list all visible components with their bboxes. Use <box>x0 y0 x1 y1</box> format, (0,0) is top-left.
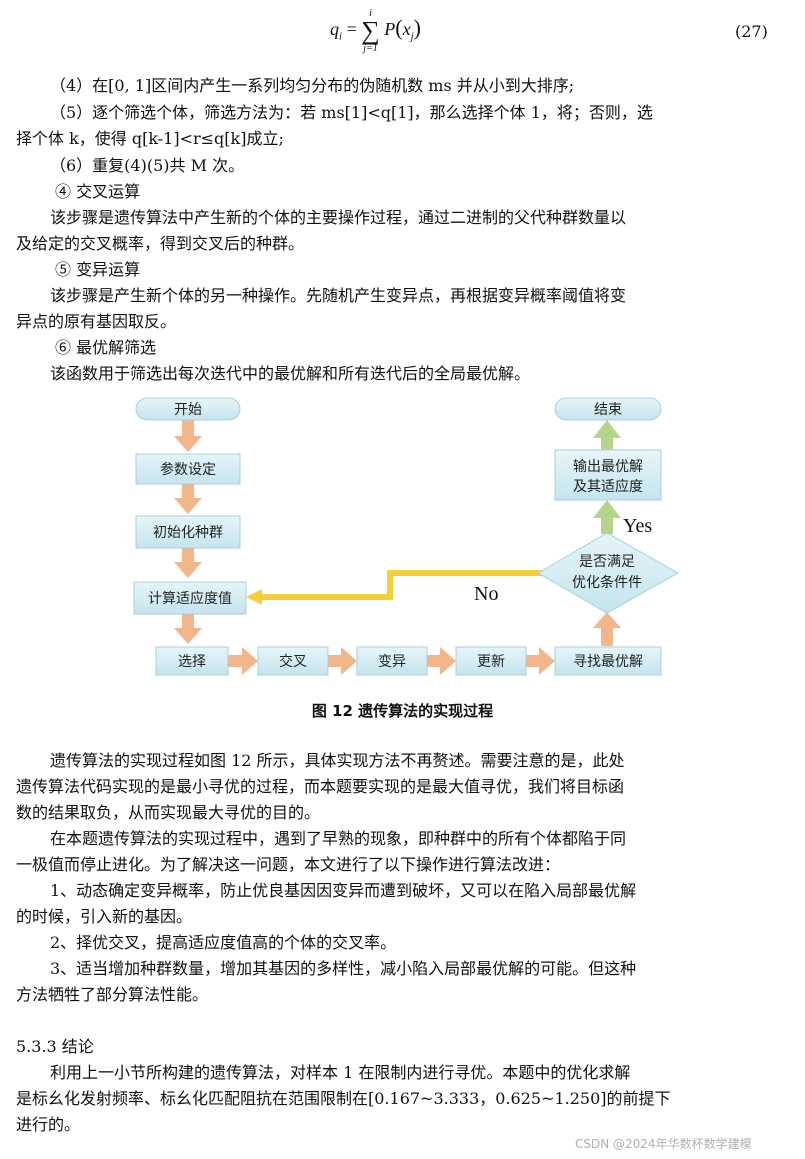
condition-diamond <box>537 532 680 614</box>
paren-right: ) <box>413 15 421 41</box>
text-line: （4）在[0, 1]区间内产生一系列均匀分布的伪随机数 ms 并从小到大排序; <box>50 76 575 95</box>
text-line: 遗传算法代码实现的是最小寻优的过程，而本题要实现的是最大值寻优，我们将目标函 <box>16 777 625 796</box>
cross-box <box>257 646 329 676</box>
flowchart: 开始 参数设定 初始化种群 计算适应度值 选择 交叉 变异 更新 寻找最优解 是… <box>133 397 680 676</box>
text-line: （5）逐个筛选个体，筛选方法为：若 ms[1]<q[1]，那么选择个体 1，将；… <box>50 103 653 122</box>
text-line: 遗传算法的实现过程如图 12 所示，具体实现方法不再赘述。需要注意的是，此处 <box>50 751 625 770</box>
formula-func: P <box>384 19 396 40</box>
figure-caption: 图 12 遗传算法的实现过程 <box>311 702 494 720</box>
arrow-no-feedback <box>246 570 548 605</box>
section-heading: 5.3.3 结论 <box>16 1037 94 1056</box>
text-line: 一极值而停止进化。为了解决这一问题，本文进行了以下操作进行算法改进： <box>16 855 561 874</box>
start-label: 开始 <box>174 402 202 418</box>
text-line: 进行的。 <box>16 1115 81 1134</box>
fitness-box <box>133 581 247 615</box>
formula-eq: = <box>346 19 357 40</box>
arrow-mutate-to-update <box>426 647 456 675</box>
text-line: 该步骤是遗传算法中产生新的个体的主要操作过程，通过二进制的父代种群数量以 <box>50 208 627 227</box>
update-label: 更新 <box>477 654 505 670</box>
arrow-params-to-init <box>174 482 202 514</box>
output-label-1: 输出最优解 <box>573 459 643 475</box>
text-line: （6）重复(4)(5)共 M 次。 <box>50 156 245 175</box>
text-line: 1、动态确定变异概率，防止优良基因因变异而遭到破坏，又可以在陷入局部最优解 <box>50 881 637 900</box>
text-line: 择个体 k，使得 q[k-1]<r≤q[k]成立; <box>16 129 284 148</box>
find-best-box <box>554 646 662 676</box>
text-line: 是标幺化发射频率、标幺化匹配阻抗在范围限制在[0.167~3.333，0.625… <box>16 1089 671 1108</box>
end-label: 结束 <box>594 402 622 418</box>
condition-label-1: 是否满足 <box>579 554 635 570</box>
sum-sign: ∑ <box>361 16 380 45</box>
text-line: 该函数用于筛选出每次迭代中的最优解和所有迭代后的全局最优解。 <box>50 364 531 383</box>
arrow-condition-to-output <box>593 500 621 534</box>
find-best-label: 寻找最优解 <box>573 654 643 670</box>
arrow-output-to-end <box>593 420 621 450</box>
formula-27: qi = i ∑ j=1 P(xj) <box>330 8 421 54</box>
mutate-label: 变异 <box>378 654 406 670</box>
text-line: 异点的原有基因取反。 <box>16 312 177 331</box>
output-label-2: 及其适应度 <box>573 478 643 495</box>
text-line: 的时候，引入新的基因。 <box>16 907 193 926</box>
start-box <box>135 397 241 421</box>
condition-label-2: 优化条件件 <box>572 574 642 591</box>
paren-left: ( <box>395 15 403 41</box>
arrow-fitness-to-select <box>174 612 202 644</box>
params-label: 参数设定 <box>160 461 216 478</box>
text-line: 3、适当增加种群数量，增加其基因的多样性，减小陷入局部最优解的可能。但这种 <box>50 959 637 978</box>
watermark: CSDN @2024年华数杯数学建模 <box>575 1137 752 1151</box>
sum-top: i <box>369 8 372 19</box>
text-line: 及给定的交叉概率，得到交叉后的种群。 <box>16 234 305 253</box>
yes-label: Yes <box>623 515 652 537</box>
init-box <box>135 515 241 549</box>
end-box <box>554 397 662 421</box>
update-box <box>455 646 527 676</box>
cross-label: 交叉 <box>279 653 307 670</box>
arrow-find-to-condition <box>593 612 621 646</box>
sum-bottom: j=1 <box>363 43 378 54</box>
arrow-select-to-cross <box>228 647 258 675</box>
select-label: 选择 <box>178 654 206 670</box>
fitness-label: 计算适应度值 <box>148 590 232 607</box>
text-line: 该步骤是产生新个体的另一种操作。先随机产生变异点，再根据变异概率阈值将变 <box>50 286 627 305</box>
text-line: 方法牺牲了部分算法性能。 <box>16 985 209 1004</box>
formula-lhs: q <box>330 19 339 40</box>
section-heading: ⑥ 最优解筛选 <box>55 338 157 357</box>
formula-arg: x <box>402 19 411 40</box>
section-heading: ④ 交叉运算 <box>55 182 141 201</box>
no-label: No <box>474 583 498 605</box>
formula-lhs-sub: i <box>339 30 343 43</box>
output-box <box>554 449 662 501</box>
mutate-box <box>356 646 428 676</box>
text-line: 数的结果取负，从而实现最大寻优的目的。 <box>16 803 321 822</box>
arrow-update-to-find <box>525 647 555 675</box>
init-label: 初始化种群 <box>153 524 223 541</box>
text-line: 利用上一小节所构建的遗传算法，对样本 1 在限制内进行寻优。本题中的优化求解 <box>50 1063 631 1082</box>
params-box <box>135 453 241 485</box>
equation-number: (27) <box>735 22 768 41</box>
text-line: 2、择优交叉，提高适应度值高的个体的交叉率。 <box>50 933 397 952</box>
formula-arg-sub: j <box>410 30 414 43</box>
arrow-start-to-params <box>174 418 202 452</box>
text-line: 在本题遗传算法的实现过程中，遇到了早熟的现象，即种群中的所有个体都陷于同 <box>50 829 627 848</box>
arrow-init-to-fitness <box>174 546 202 578</box>
section-heading: ⑤ 变异运算 <box>55 260 141 279</box>
arrow-cross-to-mutate <box>327 647 357 675</box>
select-box <box>155 646 229 676</box>
